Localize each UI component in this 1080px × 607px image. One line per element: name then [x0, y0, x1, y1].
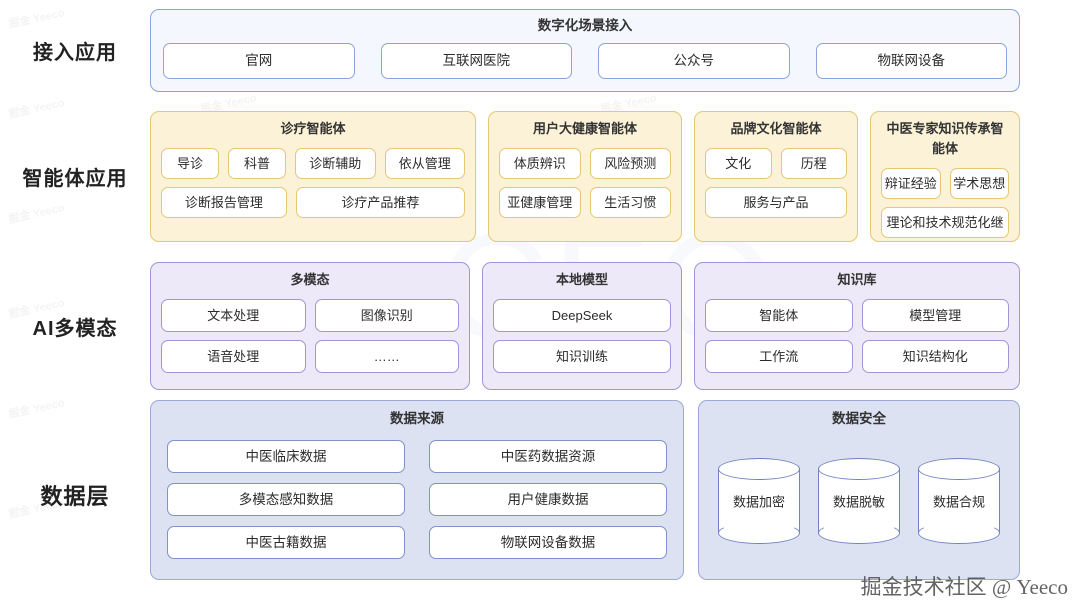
corner-watermark: 掘金技术社区 @ Yeeco: [860, 575, 1068, 599]
layer-row-data: 数据层 数据来源 中医临床数据 中医药数据资源 多模态感知数据 用户健康数据 中…: [0, 400, 1080, 590]
pill-row: 多模态感知数据 用户健康数据: [167, 483, 667, 516]
pill-row: 服务与产品: [705, 186, 847, 218]
cylinder-top: [818, 457, 900, 480]
layer-row-ai: AI多模态 多模态 文本处理 图像识别 语音处理 …… 本地模型 DeepSee…: [0, 252, 1080, 400]
pill-row: 工作流 知识结构化: [705, 340, 1009, 373]
panel-user-health-agent[interactable]: 用户大健康智能体 体质辨识 风险预测 亚健康管理 生活习惯: [488, 110, 682, 242]
cylinder-bottom: [718, 521, 800, 544]
layer-row-agent: 智能体应用 诊疗智能体 导诊 科普 诊断辅助 依从管理 诊断报告管理 诊疗产品推…: [0, 100, 1080, 252]
panel-multimodal[interactable]: 多模态 文本处理 图像识别 语音处理 ……: [150, 262, 470, 390]
item-theory-and-technical-standardization[interactable]: 理论和技术规范化继: [881, 206, 1009, 238]
item-image-recognition[interactable]: 图像识别: [314, 299, 459, 332]
item-iot-device[interactable]: 物联网设备: [815, 42, 1007, 79]
item-public-account[interactable]: 公众号: [598, 42, 790, 79]
item-knowledge-structuring[interactable]: 知识结构化: [861, 340, 1009, 373]
item-multimodal-sensing-data[interactable]: 多模态感知数据: [167, 483, 405, 516]
panel-digital-scene-access[interactable]: 数字化场景接入 官网 互联网医院 公众号 物联网设备: [150, 8, 1020, 92]
item-user-health-data[interactable]: 用户健康数据: [429, 483, 667, 516]
item-service-and-products[interactable]: 服务与产品: [705, 186, 847, 218]
panel-knowledge-base[interactable]: 知识库 智能体 模型管理 工作流 知识结构化: [694, 262, 1020, 390]
item-risk-prediction[interactable]: 风险预测: [589, 147, 671, 179]
item-diagnosis-assist[interactable]: 诊断辅助: [295, 147, 376, 179]
item-academic-thought[interactable]: 学术思想: [949, 167, 1009, 199]
item-diagnosis-product-recommendation[interactable]: 诊疗产品推荐: [295, 186, 465, 218]
cylinder-top: [718, 457, 800, 480]
cylinder-group: 数据加密 数据脱敏 数据合规: [715, 440, 1003, 565]
row-label-data: 数据层: [40, 484, 110, 509]
item-culture[interactable]: 文化: [705, 147, 772, 179]
panel-title: 用户大健康智能体: [532, 120, 637, 136]
cylinder-top: [918, 457, 1000, 480]
item-syndrome-differentiation-experience[interactable]: 辩证经验: [881, 167, 941, 199]
pill-row: 中医古籍数据 物联网设备数据: [167, 526, 667, 559]
item-tcm-ancient-books-data[interactable]: 中医古籍数据: [167, 526, 405, 559]
cylinder-bottom: [818, 521, 900, 544]
item-subhealth-management[interactable]: 亚健康管理: [499, 186, 581, 218]
panel-title: 诊疗智能体: [280, 120, 346, 136]
panel-title: 品牌文化智能体: [730, 120, 822, 136]
database-cylinder-desensitization[interactable]: 数据脱敏: [818, 457, 900, 544]
row-label-access: 接入应用: [33, 41, 117, 64]
pill-row: 辩证经验 学术思想: [881, 167, 1009, 199]
panel-title: 知识库: [837, 272, 877, 287]
item-constitution-identification[interactable]: 体质辨识: [499, 147, 581, 179]
panel-local-model[interactable]: 本地模型 DeepSeek 知识训练: [482, 262, 682, 390]
item-triage[interactable]: 导诊: [161, 147, 219, 179]
pill-row: 诊断报告管理 诊疗产品推荐: [161, 186, 465, 218]
item-text-processing[interactable]: 文本处理: [161, 299, 306, 332]
item-adherence-management[interactable]: 依从管理: [384, 147, 465, 179]
panel-title: 数据安全: [832, 411, 886, 426]
layer-row-access: 接入应用 数字化场景接入 官网 互联网医院 公众号 物联网设备: [0, 0, 1080, 100]
item-tcm-clinical-data[interactable]: 中医临床数据: [167, 440, 405, 473]
cylinder-bottom: [918, 521, 1000, 544]
panel-title: 数字化场景接入: [537, 17, 633, 33]
item-iot-device-data[interactable]: 物联网设备数据: [429, 526, 667, 559]
item-diagnosis-report-management[interactable]: 诊断报告管理: [161, 186, 287, 218]
panel-diagnosis-agent[interactable]: 诊疗智能体 导诊 科普 诊断辅助 依从管理 诊断报告管理 诊疗产品推荐: [150, 110, 476, 242]
row-label-agent: 智能体应用: [22, 167, 128, 190]
pill-row: 文化 历程: [705, 147, 847, 179]
pill-row: 智能体 模型管理: [705, 299, 1009, 332]
pill-row: 导诊 科普 诊断辅助 依从管理: [161, 147, 465, 179]
database-cylinder-encryption[interactable]: 数据加密: [718, 457, 800, 544]
pill-row: 理论和技术规范化继: [881, 206, 1009, 238]
database-cylinder-compliance[interactable]: 数据合规: [918, 457, 1000, 544]
panel-data-sources[interactable]: 数据来源 中医临床数据 中医药数据资源 多模态感知数据 用户健康数据 中医古籍数…: [150, 400, 684, 580]
item-official-site[interactable]: 官网: [163, 42, 355, 79]
item-workflow[interactable]: 工作流: [705, 340, 853, 373]
pill-row: DeepSeek: [493, 299, 671, 332]
row-label-ai: AI多模态: [32, 317, 118, 340]
panel-title: 数据来源: [390, 411, 444, 426]
item-model-management[interactable]: 模型管理: [861, 299, 1009, 332]
item-agent[interactable]: 智能体: [705, 299, 853, 332]
pill-row: 知识训练: [493, 340, 671, 373]
item-living-habits[interactable]: 生活习惯: [589, 186, 671, 218]
item-speech-processing[interactable]: 语音处理: [161, 340, 306, 373]
item-science-popularization[interactable]: 科普: [228, 147, 286, 179]
panel-tcm-expert-knowledge-agent[interactable]: 中医专家知识传承智能体 辩证经验 学术思想 理论和技术规范化继: [870, 110, 1020, 242]
pill-row: 亚健康管理 生活习惯: [499, 186, 671, 218]
cylinder-label: 数据加密: [732, 494, 785, 509]
pill-row: 语音处理 ……: [161, 340, 459, 373]
panel-title: 中医专家知识传承智能体: [886, 120, 1004, 156]
item-internet-hospital[interactable]: 互联网医院: [380, 42, 572, 79]
item-deepseek[interactable]: DeepSeek: [493, 299, 671, 332]
pill-row: 中医临床数据 中医药数据资源: [167, 440, 667, 473]
cylinder-label: 数据合规: [932, 494, 985, 509]
item-history[interactable]: 历程: [780, 147, 847, 179]
pill-row: 文本处理 图像识别: [161, 299, 459, 332]
cylinder-label: 数据脱敏: [832, 494, 885, 509]
panel-title: 本地模型: [555, 272, 608, 287]
item-more-ellipsis[interactable]: ……: [314, 340, 459, 373]
item-tcm-pharma-data-resource[interactable]: 中医药数据资源: [429, 440, 667, 473]
panel-brand-culture-agent[interactable]: 品牌文化智能体 文化 历程 服务与产品: [694, 110, 858, 242]
pill-row: 官网 互联网医院 公众号 物联网设备: [163, 42, 1007, 79]
pill-row: 体质辨识 风险预测: [499, 147, 671, 179]
panel-data-security[interactable]: 数据安全 数据加密 数据脱敏: [698, 400, 1020, 580]
item-knowledge-training[interactable]: 知识训练: [493, 340, 671, 373]
panel-title: 多模态: [290, 272, 330, 287]
